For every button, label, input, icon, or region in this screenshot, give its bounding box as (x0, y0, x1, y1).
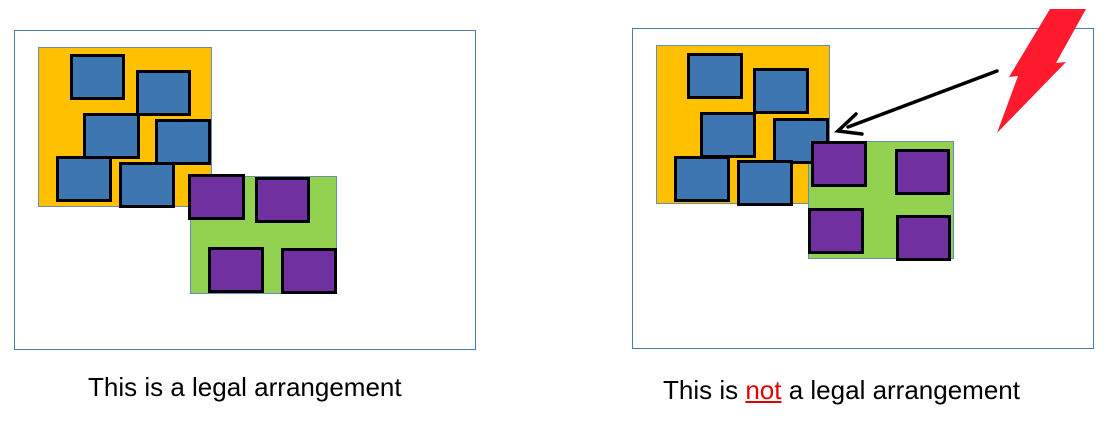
illegal-arrangement-panel (632, 28, 1094, 349)
illegal-arrangement-caption: This is not a legal arrangement (663, 375, 1020, 406)
blue-tile (737, 160, 793, 206)
blue-tile (687, 53, 743, 99)
blue-tile (119, 162, 175, 208)
legal-arrangement-panel (14, 30, 476, 350)
blue-tile (674, 156, 730, 202)
purple-tile (896, 215, 951, 261)
purple-tile (811, 141, 867, 187)
purple-tile (281, 248, 337, 294)
legal-arrangement-caption: This is a legal arrangement (88, 372, 402, 403)
caption-text-post: a legal arrangement (781, 375, 1020, 405)
blue-tile (56, 156, 112, 202)
purple-tile (188, 174, 245, 220)
caption-text-pre: This is (663, 375, 746, 405)
purple-tile (895, 149, 950, 195)
blue-tile (83, 113, 140, 159)
purple-tile (808, 208, 864, 254)
blue-tile (700, 112, 756, 158)
caption-emphasis-not: not (745, 375, 782, 405)
blue-tile (155, 119, 211, 165)
purple-tile (255, 177, 310, 223)
blue-tile (753, 68, 809, 114)
purple-tile (208, 247, 264, 293)
blue-tile (70, 54, 125, 100)
blue-tile (136, 70, 191, 116)
caption-text: This is a legal arrangement (88, 372, 402, 402)
